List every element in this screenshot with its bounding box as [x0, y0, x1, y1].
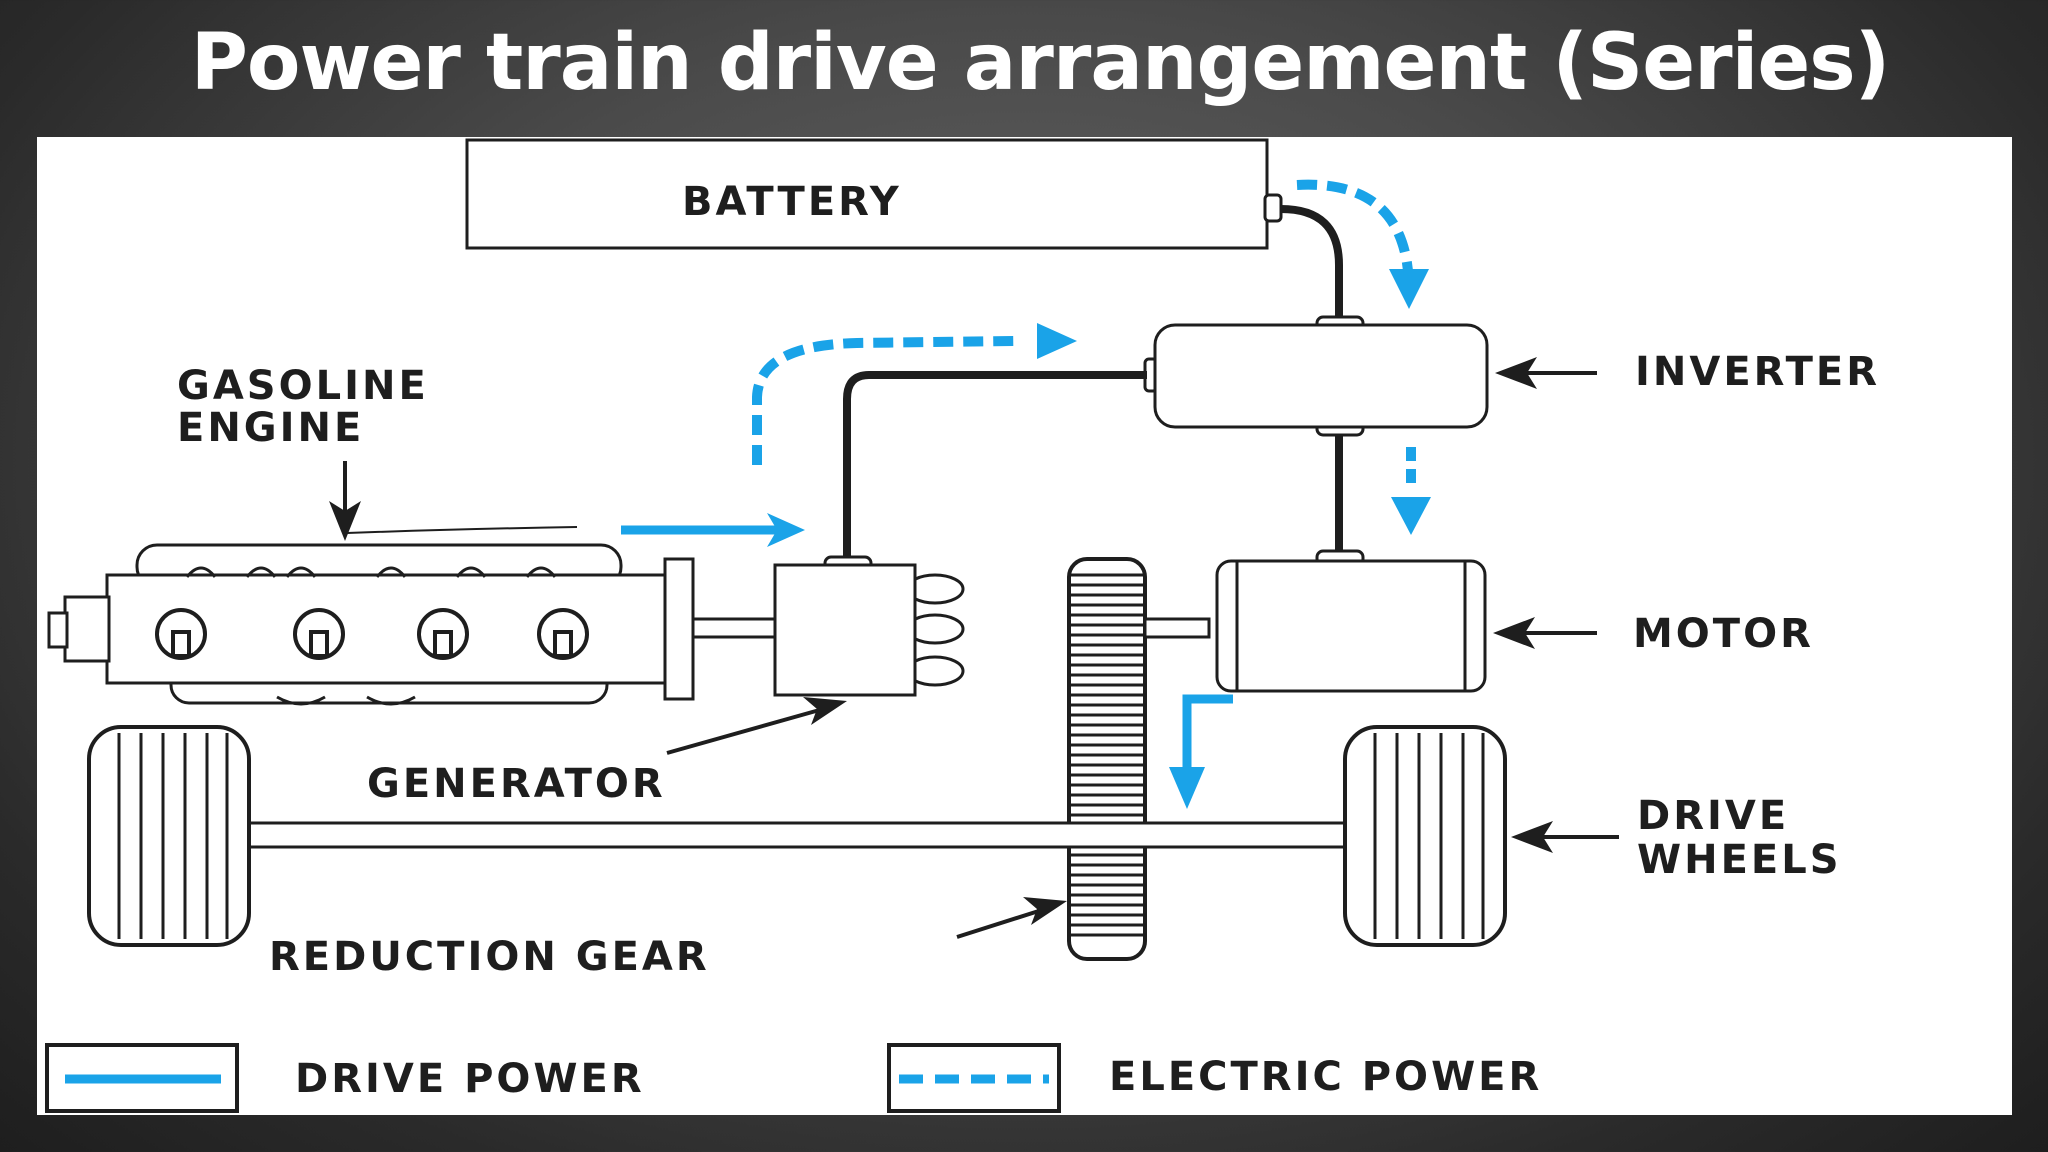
inverter-label: INVERTER — [1635, 349, 1880, 395]
gasoline-engine-label-line1: GASOLINE — [177, 363, 429, 409]
battery-cable — [1280, 205, 1343, 325]
drive-wheels-label-line2: WHEELS — [1637, 837, 1842, 883]
generator-block — [773, 555, 965, 697]
diagram-panel: BATTERY INVERTER GASOLINE ENGINE — [37, 137, 2012, 1115]
motor-block — [1215, 549, 1487, 693]
engine-pointer-arrow — [329, 461, 361, 541]
inverter-block — [1143, 315, 1489, 437]
gear-drive-arrowhead — [1169, 767, 1205, 809]
legend-drive-power: DRIVE POWER — [45, 1043, 645, 1113]
gear-motor-shaft — [1143, 617, 1211, 639]
generator-cable — [843, 371, 1147, 565]
battery-electric-flow-arrow — [1296, 179, 1414, 288]
legend-electric-power-label: ELECTRIC POWER — [1109, 1054, 1542, 1100]
powertrain-diagram: BATTERY INVERTER GASOLINE ENGINE — [45, 138, 1880, 1113]
reduction-gear-pointer-arrow — [956, 897, 1067, 939]
battery-block: BATTERY — [465, 138, 1283, 250]
right-drive-wheel — [1343, 725, 1507, 947]
motor-pointer-arrow — [1493, 617, 1597, 649]
engine-drive-arrowhead — [767, 513, 805, 547]
generator-electric-flow-arrow — [752, 336, 1018, 465]
reduction-gear-label: REDUCTION GEAR — [269, 934, 710, 980]
generator-label: GENERATOR — [367, 761, 666, 807]
drive-axle — [241, 821, 1375, 849]
reduction-gear — [1067, 557, 1147, 961]
motor-label: MOTOR — [1633, 611, 1814, 657]
generator-pointer-arrow — [666, 697, 847, 755]
gasoline-engine — [47, 543, 695, 706]
legend-drive-power-label: DRIVE POWER — [295, 1056, 645, 1102]
gasoline-engine-label-line2: ENGINE — [177, 405, 364, 451]
gear-drive-flow-arrow — [1182, 694, 1233, 777]
legend-electric-power: ELECTRIC POWER — [887, 1043, 1542, 1113]
engine-sketch-line — [346, 526, 578, 534]
inverter-pointer-arrow — [1495, 357, 1597, 389]
left-drive-wheel — [87, 725, 251, 947]
drive-wheels-label-line1: DRIVE — [1637, 793, 1789, 839]
battery-electric-arrowhead — [1389, 269, 1429, 309]
drive-wheels-pointer-arrow — [1511, 821, 1619, 853]
engine-generator-shaft — [691, 617, 779, 639]
generator-electric-arrowhead — [1037, 323, 1077, 359]
battery-label: BATTERY — [682, 179, 902, 225]
motor-electric-arrowhead — [1391, 497, 1431, 535]
slide-title: Power train drive arrangement (Series) — [190, 18, 1891, 108]
